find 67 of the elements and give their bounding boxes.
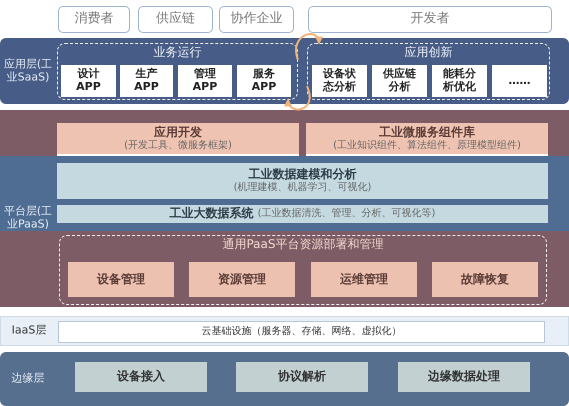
group-frame (307, 43, 550, 100)
group-title: 应用创新 (404, 46, 452, 60)
module-title: 工业大数据系统 (170, 207, 254, 221)
box-label: 云基础设施（服务器、存储、网络、虚拟化） (202, 326, 402, 338)
box-label: 生产APP (133, 68, 160, 94)
module-box (311, 262, 417, 297)
module-subtitle: (工业知识组件、算法组件、原理模型组件) (333, 140, 521, 152)
layer-label: 边缘层 (10, 372, 46, 386)
module-title: 应用开发 (154, 126, 202, 140)
cycle-arrow (295, 33, 322, 60)
group-title: 业务运行 (154, 46, 202, 60)
module-card (306, 123, 548, 156)
layer-label: IaaS层 (10, 324, 48, 338)
box-label: 设计APP (75, 68, 102, 94)
box-label: 供应链分析 (382, 68, 417, 94)
infrastructure-box (58, 321, 545, 343)
box-label: 供应链 (156, 12, 195, 27)
box-label: 协议解析 (278, 370, 326, 384)
group-title: 通用PaaS平台资源部署和管理 (222, 238, 384, 252)
module-subtitle: (机理建模、机器学习、可视化) (234, 182, 372, 194)
module-card (57, 205, 548, 223)
layer-label: 应用层(工业SaaS) (2, 58, 54, 84)
module-box (189, 262, 295, 297)
module-box (432, 262, 538, 297)
layer-band (0, 316, 569, 346)
box-label: 服务APP (250, 68, 278, 94)
module-box (398, 362, 530, 392)
layer-band (0, 110, 569, 306)
role-box (58, 6, 130, 33)
box-label: 设备管理 (97, 272, 145, 286)
box-label: 边缘数据处理 (428, 370, 500, 384)
module-title: 工业微服务组件库 (379, 126, 475, 140)
module-subtitle: (工业数据清洗、管理、分析、可视化等) (258, 208, 436, 220)
box-label: 设备接入 (117, 370, 165, 384)
app-box (372, 65, 427, 97)
module-card (57, 123, 299, 156)
box-label: 资源管理 (218, 272, 266, 286)
box-label: 管理APP (192, 68, 218, 94)
box-label: 协作企业 (230, 12, 282, 27)
box-label: 消费者 (74, 12, 114, 27)
app-box (120, 65, 173, 97)
box-label: 能耗分析优化 (442, 68, 477, 94)
box-label: 开发者 (410, 12, 450, 27)
module-card (57, 163, 548, 199)
app-box (492, 65, 547, 97)
box-label: 故障恢复 (461, 272, 509, 286)
module-subtitle: (开发工具、微服务框架) (124, 140, 232, 152)
box-label: …… (508, 74, 530, 88)
role-box (138, 6, 213, 33)
module-title: 工业数据建模和分析 (248, 168, 356, 182)
module-box (75, 362, 207, 392)
app-box (312, 65, 367, 97)
module-box (236, 362, 368, 392)
app-box (237, 65, 291, 97)
layer-band (0, 352, 569, 406)
app-box (61, 65, 116, 97)
box-label: 运维管理 (340, 272, 388, 286)
layer-label: 平台层(工业PaaS) (2, 205, 54, 231)
module-box (68, 262, 174, 297)
box-label: 设备状态分析 (322, 68, 357, 94)
group-frame (57, 43, 298, 100)
role-box (219, 6, 294, 33)
layer-band (0, 38, 569, 104)
app-box (178, 65, 232, 97)
app-box (432, 65, 487, 97)
group-frame (59, 235, 547, 305)
role-box (308, 6, 552, 33)
